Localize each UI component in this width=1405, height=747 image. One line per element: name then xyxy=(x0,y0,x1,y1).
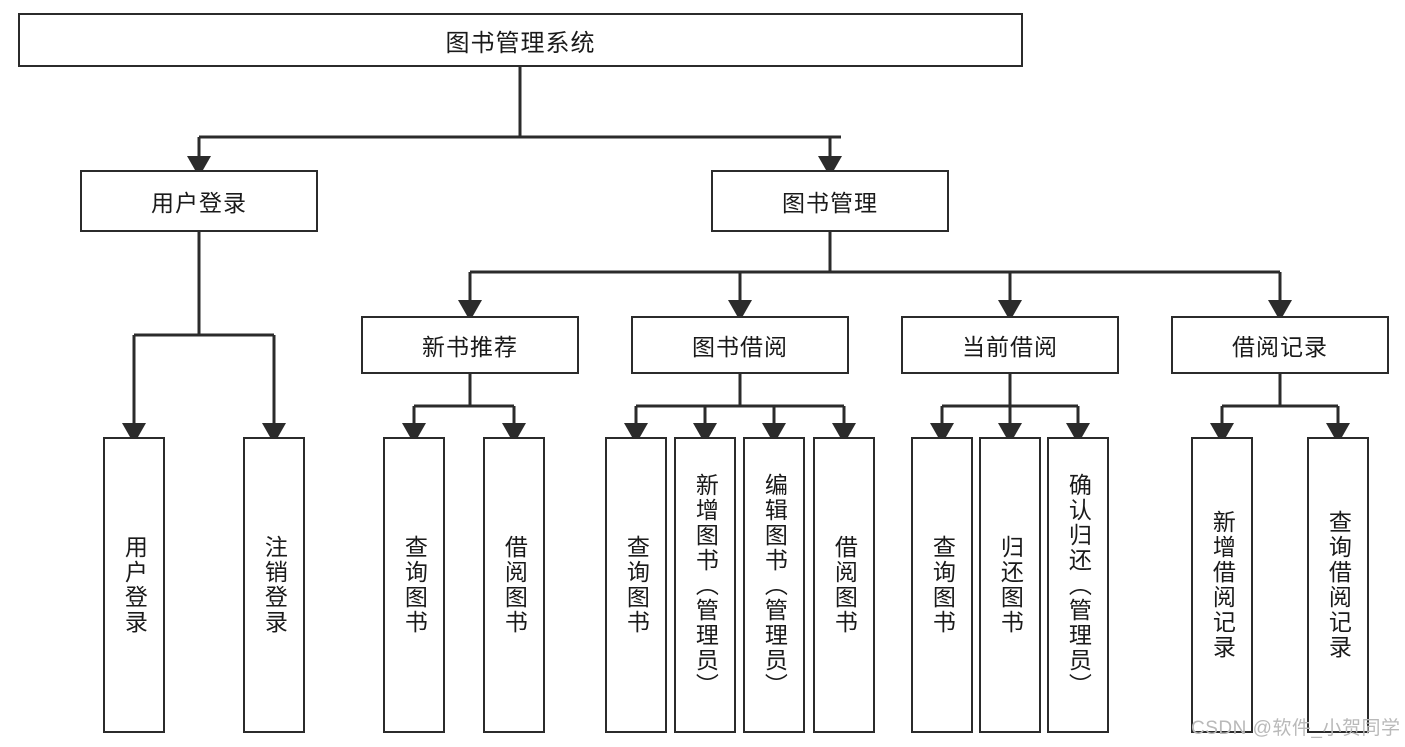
node-leaf-user-logout[interactable]: 注销登录 xyxy=(243,437,305,733)
node-leaf-query-record[interactable]: 查询借阅记录 xyxy=(1307,437,1369,733)
node-new-book-recommend-label: 新书推荐 xyxy=(422,334,518,360)
node-leaf-add-record-label: 新增借阅记录 xyxy=(1209,510,1236,660)
node-borrow-record-label: 借阅记录 xyxy=(1232,334,1328,360)
node-book-management-label: 图书管理 xyxy=(782,190,878,216)
node-leaf-query-book-2[interactable]: 查询图书 xyxy=(605,437,667,733)
node-leaf-return-book-label: 归还图书 xyxy=(997,535,1024,635)
node-leaf-query-book-3-label: 查询图书 xyxy=(929,535,956,635)
node-leaf-borrow-book-1[interactable]: 借阅图书 xyxy=(483,437,545,733)
node-leaf-confirm-return-label: 确认归还（管理员） xyxy=(1065,472,1092,698)
node-leaf-add-book[interactable]: 新增图书（管理员） xyxy=(674,437,736,733)
node-leaf-query-book-2-label: 查询图书 xyxy=(623,535,650,635)
node-leaf-query-record-label: 查询借阅记录 xyxy=(1325,510,1352,660)
node-new-book-recommend[interactable]: 新书推荐 xyxy=(361,316,579,374)
node-root-label: 图书管理系统 xyxy=(445,29,596,57)
node-leaf-edit-book[interactable]: 编辑图书（管理员） xyxy=(743,437,805,733)
node-leaf-query-book-1[interactable]: 查询图书 xyxy=(383,437,445,733)
node-leaf-borrow-book-2-label: 借阅图书 xyxy=(831,535,858,635)
node-current-borrow[interactable]: 当前借阅 xyxy=(901,316,1119,374)
node-leaf-query-book-1-label: 查询图书 xyxy=(401,535,428,635)
node-book-management[interactable]: 图书管理 xyxy=(711,170,949,232)
node-user-login[interactable]: 用户登录 xyxy=(80,170,318,232)
node-root[interactable]: 图书管理系统 xyxy=(18,13,1023,67)
node-current-borrow-label: 当前借阅 xyxy=(962,334,1058,360)
watermark-text: CSDN @软件_小贺同学 xyxy=(1191,718,1401,739)
node-leaf-user-logout-label: 注销登录 xyxy=(261,535,288,635)
node-leaf-borrow-book-2[interactable]: 借阅图书 xyxy=(813,437,875,733)
node-leaf-user-login[interactable]: 用户登录 xyxy=(103,437,165,733)
node-leaf-borrow-book-1-label: 借阅图书 xyxy=(501,535,528,635)
node-leaf-add-record[interactable]: 新增借阅记录 xyxy=(1191,437,1253,733)
node-leaf-edit-book-label: 编辑图书（管理员） xyxy=(761,472,788,698)
node-leaf-confirm-return[interactable]: 确认归还（管理员） xyxy=(1047,437,1109,733)
node-book-borrow-label: 图书借阅 xyxy=(692,334,788,360)
node-leaf-query-book-3[interactable]: 查询图书 xyxy=(911,437,973,733)
node-book-borrow[interactable]: 图书借阅 xyxy=(631,316,849,374)
node-leaf-user-login-label: 用户登录 xyxy=(121,535,148,635)
node-user-login-label: 用户登录 xyxy=(151,190,247,216)
node-borrow-record[interactable]: 借阅记录 xyxy=(1171,316,1389,374)
node-leaf-add-book-label: 新增图书（管理员） xyxy=(692,472,719,698)
node-leaf-return-book[interactable]: 归还图书 xyxy=(979,437,1041,733)
